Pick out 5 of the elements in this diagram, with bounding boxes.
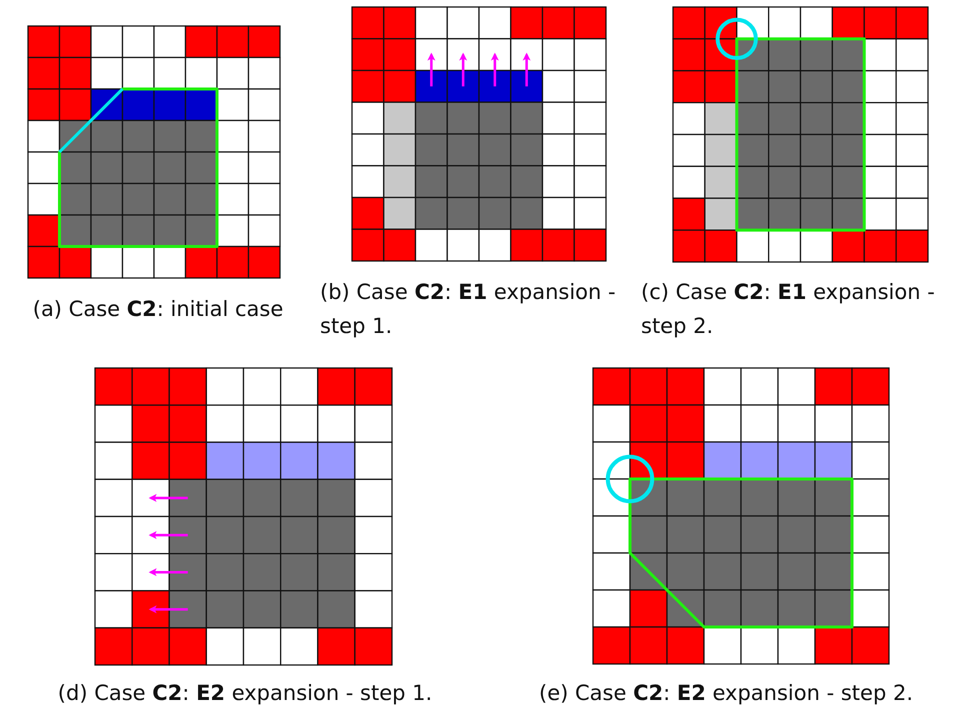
caption: (a) Case C2: initial case (32, 296, 284, 323)
caption: (e) Case C2: E2 expansion - step 2. (538, 680, 914, 707)
caption: (b) Case C2: E1 expansion - step 1. (320, 279, 617, 340)
caption: (d) Case C2: E2 expansion - step 1. (56, 680, 434, 707)
caption: (c) Case C2: E1 expansion - step 2. (641, 279, 936, 340)
